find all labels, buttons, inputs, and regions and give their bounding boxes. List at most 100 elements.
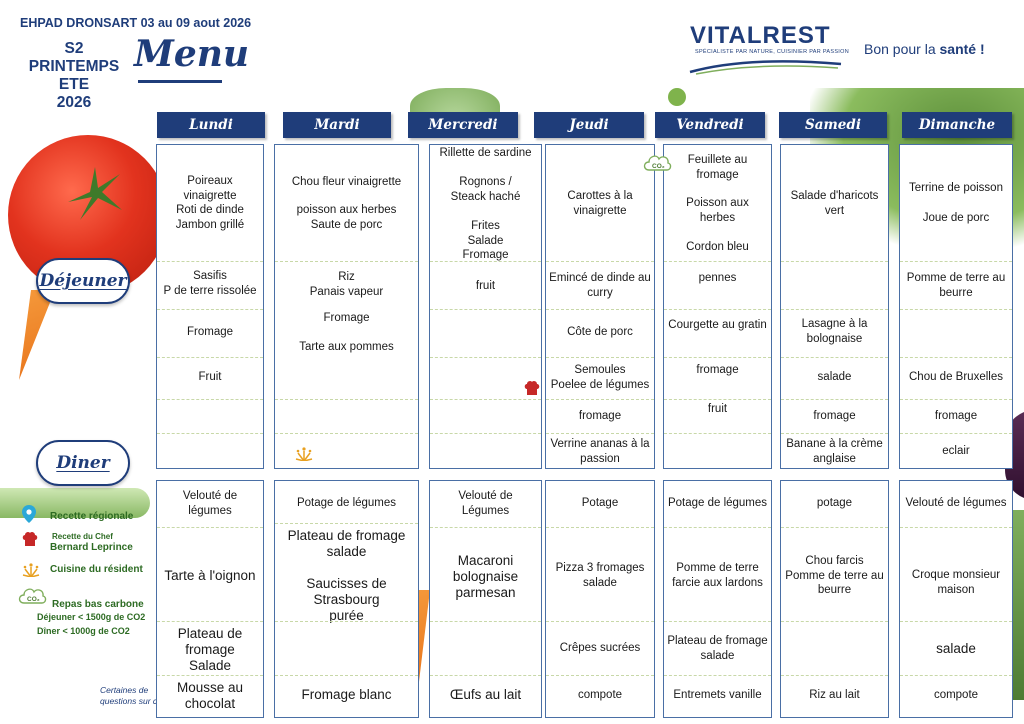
menu-item: salade	[817, 371, 852, 383]
legend-chef-line2: Bernard Leprince	[50, 542, 133, 553]
menu-item: Fromage	[323, 312, 370, 324]
co2-cloud-icon: CO₂	[18, 588, 47, 604]
slogan: Bon pour la santé !	[864, 41, 985, 57]
menu-item: Terrine de poisson	[909, 182, 1003, 194]
svg-text:CO₂: CO₂	[652, 163, 665, 170]
menu-item: pennes	[698, 272, 737, 284]
chef-hat-icon	[524, 380, 540, 395]
logo-tagline: SPÉCIALISTE PAR NATURE, CUISINIER PAR PA…	[695, 49, 849, 55]
resident-sparkle-icon	[22, 563, 40, 577]
legend-chef-line1: Recette du Chef	[52, 532, 113, 541]
menu-item: Velouté de légumes	[905, 497, 1007, 509]
day-header-samedi: Samedi	[779, 112, 887, 138]
co2-cloud-icon: CO₂	[643, 155, 672, 171]
menu-item: eclair	[942, 445, 970, 457]
menu-item: fromage	[696, 364, 739, 376]
menu-item: fruit	[707, 403, 728, 415]
menu-item: Potage	[581, 497, 619, 509]
dinner-label: Diner	[36, 440, 130, 486]
menu-item: Rognons /Steack haché	[450, 176, 521, 203]
menu-item: Fruit	[198, 371, 222, 383]
day-header-mercredi: Mercredi	[408, 112, 518, 138]
day-header-dimanche: Dimanche	[902, 112, 1012, 138]
vitalrest-logo: VITALREST	[690, 22, 831, 49]
lunch-cell-mercredi: Rillette de sardine Rognons /Steack hach…	[429, 144, 542, 469]
menu-item: Œufs au lait	[449, 687, 522, 702]
menu-underline	[138, 80, 222, 83]
menu-item: potage	[816, 497, 853, 509]
menu-item: Tarte aux pommes	[299, 341, 394, 353]
menu-item: Chou de Bruxelles	[909, 371, 1003, 383]
menu-item: compote	[577, 689, 623, 701]
menu-item: Crêpes sucrées	[559, 642, 641, 654]
lunch-cell-mardi: Chou fleur vinaigrette poisson aux herbe…	[274, 144, 419, 469]
logo-swoosh-icon	[689, 60, 842, 75]
menu-item: salade	[936, 641, 976, 656]
legend-resident: Cuisine du résident	[50, 564, 143, 575]
legend-lunch-limit: Déjeuner < 1500g de CO2	[37, 612, 146, 622]
resident-sparkle-icon	[295, 447, 313, 461]
menu-item: fromage	[934, 410, 978, 422]
menu-item: Potage de légumes	[296, 497, 397, 509]
menu-item: Potage de légumes	[667, 497, 768, 509]
menu-item: fromage	[578, 410, 622, 422]
lunch-cell-dimanche: Terrine de poisson Joue de porc Pomme de…	[899, 144, 1013, 469]
menu-item: Côte de porc	[567, 326, 633, 338]
location-pin-icon	[22, 505, 36, 523]
pea-decoration	[668, 88, 686, 106]
legend-low-carbon: Repas bas carbone	[52, 599, 144, 610]
menu-item: fromage	[813, 410, 856, 422]
menu-item: Fromage	[186, 326, 234, 338]
menu-item: Joue de porc	[922, 212, 990, 224]
menu-item: Riz au lait	[809, 689, 860, 701]
menu-item: Chou fleur vinaigrette	[291, 176, 402, 188]
menu-item: Cordon bleu	[686, 241, 749, 253]
carrot-decoration	[19, 290, 55, 380]
menu-item: Courgette au gratin	[668, 319, 767, 331]
menu-item: compote	[933, 689, 979, 701]
footnote: Certaines de questions sur c	[100, 685, 158, 706]
legend-dinner-limit: Dîner < 1000g de CO2	[37, 626, 130, 636]
legend-regional: Recette régionale	[50, 511, 134, 522]
lunch-label: Déjeuner	[36, 258, 130, 304]
svg-text:CO₂: CO₂	[27, 596, 40, 603]
day-header-jeudi: Jeudi	[534, 112, 644, 138]
season-label: S2 PRINTEMPS ETE 2026	[28, 40, 120, 111]
menu-item: fruit	[475, 280, 496, 292]
menu-title: Menu	[134, 33, 250, 75]
menu-item: Entremets vanille	[673, 689, 762, 701]
menu-item: Fromage blanc	[301, 687, 392, 702]
